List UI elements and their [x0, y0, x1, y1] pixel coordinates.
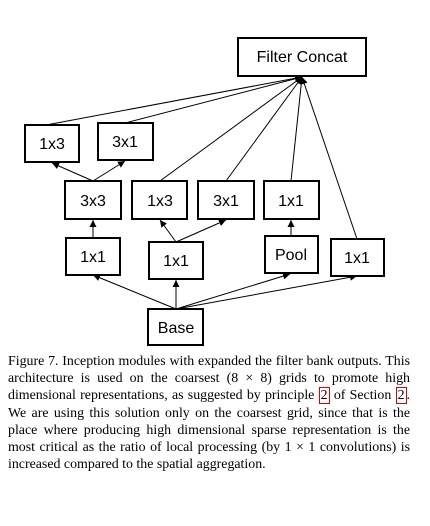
layer4-3x1-node: 3x1	[97, 122, 154, 161]
layer2-1x1-a-node: 1x1	[65, 237, 121, 276]
layer2-1x1-b-label: 1x1	[163, 253, 189, 270]
layer3-1x3-label: 1x3	[147, 193, 173, 210]
caption-text-3: . We are using this solution only on the…	[8, 388, 411, 473]
layer2-pool-label: Pool	[275, 247, 307, 264]
caption-text-2: of Section	[329, 388, 396, 404]
layer4-1x3-node: 1x3	[24, 124, 80, 163]
principle-ref-link[interactable]: 2	[318, 387, 330, 405]
inception-module-diagram: Filter Concat 1x3 3x1 3x3 1x3 3x1 1x1	[24, 37, 385, 346]
nodes: Filter Concat 1x3 3x1 3x3 1x3 3x1 1x1	[24, 37, 385, 346]
edge-l3-1x3-to-concat	[159, 76, 303, 182]
figure-caption: Figure 7. Inception modules with expande…	[8, 353, 410, 473]
edge-base-to-1x1-a	[92, 274, 177, 310]
base-label: Base	[158, 320, 195, 337]
layer3-1x3-node: 1x3	[131, 180, 188, 220]
edge-l3-3x1-to-concat	[225, 76, 303, 182]
edges	[45, 74, 358, 310]
layer4-1x3-label: 1x3	[39, 136, 65, 153]
edge-l4-1x3-to-concat	[45, 74, 303, 126]
layer3-1x1-node: 1x1	[263, 180, 320, 220]
edge-1x1-b-to-1x3	[159, 219, 177, 243]
layer3-3x3-label: 3x3	[80, 193, 106, 210]
edge-base-to-pool	[175, 272, 291, 310]
layer4-3x1-label: 3x1	[112, 134, 138, 151]
section-ref-link[interactable]: 2	[395, 387, 407, 405]
layer3-3x3-node: 3x3	[64, 180, 122, 220]
caption-text-1: Figure 7. Inception modules with expande…	[8, 354, 410, 404]
edge-l2-1x1-c-to-concat	[300, 76, 358, 240]
layer2-1x1-c-node: 1x1	[330, 238, 385, 277]
edge-1x1-b-to-3x1	[175, 219, 227, 243]
filter-concat-label: Filter Concat	[257, 49, 348, 66]
layer3-1x1-label: 1x1	[278, 193, 304, 210]
edge-l3-1x1-to-concat	[290, 76, 305, 182]
layer2-1x1-c-label: 1x1	[344, 250, 370, 267]
layer2-1x1-a-label: 1x1	[80, 249, 106, 266]
layer3-3x1-label: 3x1	[213, 193, 239, 210]
edge-base-to-1x1-c	[175, 273, 358, 310]
filter-concat-node: Filter Concat	[237, 37, 367, 77]
layer2-pool-node: Pool	[264, 235, 319, 274]
base-node: Base	[147, 308, 204, 346]
edge-3x3-to-3x1	[92, 160, 126, 182]
edge-l4-3x1-to-concat	[124, 75, 303, 124]
edge-3x3-to-1x3	[51, 162, 94, 182]
layer2-1x1-b-node: 1x1	[148, 241, 204, 280]
layer3-3x1-node: 3x1	[197, 180, 255, 220]
